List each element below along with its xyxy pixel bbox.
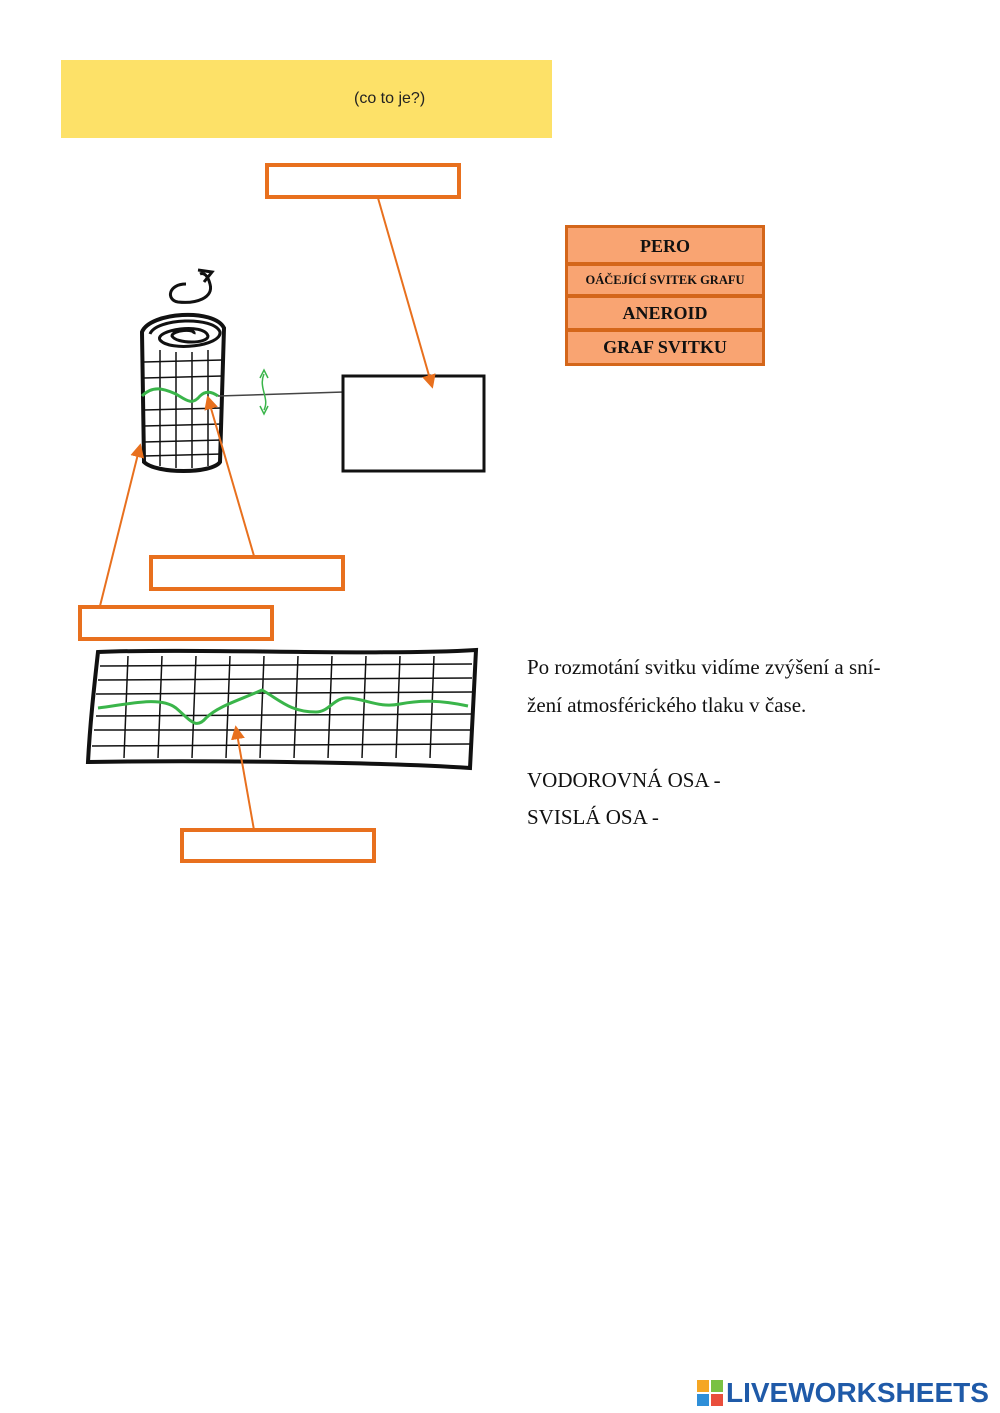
axis-horizontal-label: VODOROVNÁ OSA - — [527, 768, 721, 792]
liveworksheets-logo: LIVEWORKSHEETS — [697, 1377, 989, 1408]
description-line-2: žení atmosférického tlaku v čase. — [527, 693, 807, 717]
brand-name: LIVEWORKSHEETS — [726, 1377, 989, 1408]
up-down-arrow-icon — [259, 368, 269, 416]
description-line-1: Po rozmotání svitku vidíme zvýšení a sní… — [527, 655, 881, 679]
axis-vertical-label: SVISLÁ OSA - — [527, 805, 659, 829]
word-bank-item[interactable]: ANEROID — [571, 298, 759, 328]
answer-box-pen[interactable] — [149, 555, 345, 591]
drum-cylinder — [139, 312, 227, 473]
arrow-to-pen — [204, 395, 255, 557]
arrow-to-drum — [99, 443, 145, 607]
pen-arm — [217, 391, 345, 397]
answer-box-drum[interactable] — [78, 605, 274, 641]
word-bank-item[interactable]: GRAF SVITKU — [571, 332, 759, 362]
arrow-to-aneroid — [377, 197, 436, 389]
word-bank-item[interactable]: PERO — [571, 231, 759, 262]
rotation-arrow-icon — [169, 268, 215, 304]
title-banner — [61, 60, 552, 138]
unrolled-chart-sheet — [85, 647, 479, 771]
arrow-to-chart — [231, 725, 255, 831]
logo-blocks-icon — [697, 1380, 723, 1406]
answer-box-chart[interactable] — [180, 828, 376, 863]
answer-box-top[interactable] — [265, 163, 461, 199]
word-bank-item[interactable]: OÁČEJÍCÍ SVITEK GRAFU — [571, 266, 759, 294]
aneroid-box — [341, 374, 486, 473]
word-bank: PERO OÁČEJÍCÍ SVITEK GRAFU ANEROID GRAF … — [565, 225, 765, 366]
banner-hint: (co to je?) — [354, 90, 426, 107]
